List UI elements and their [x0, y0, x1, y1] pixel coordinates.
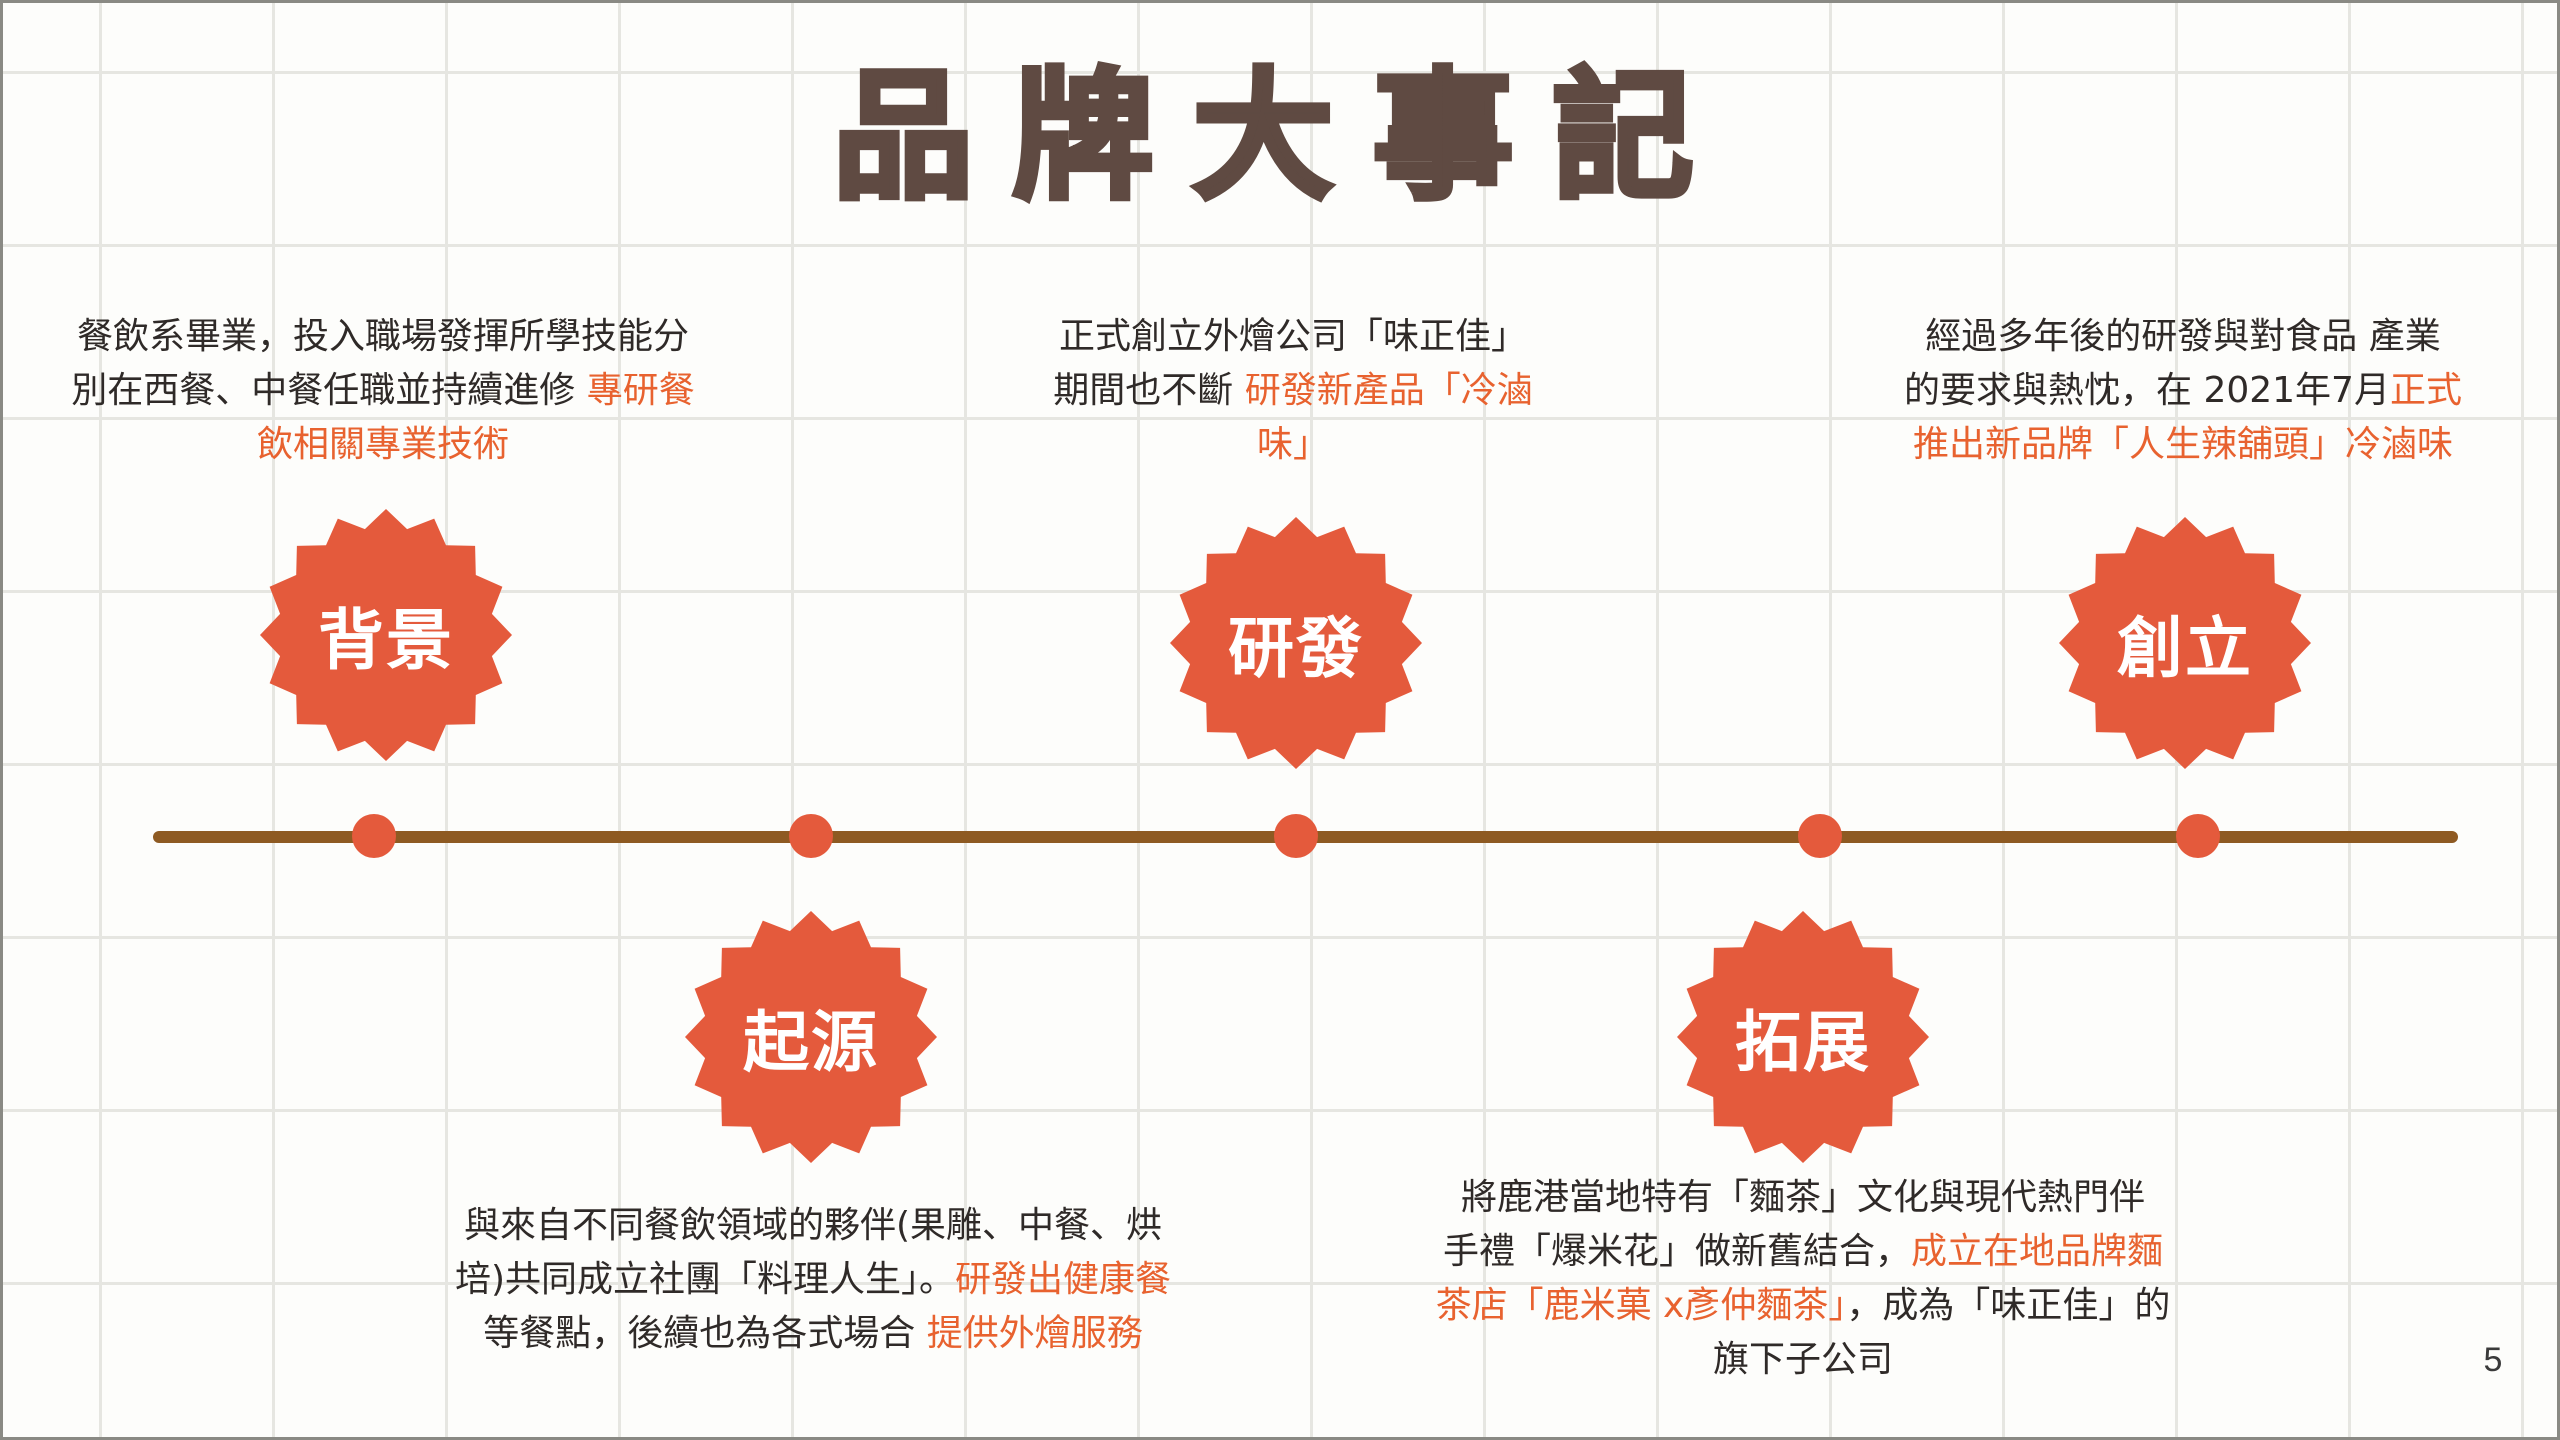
highlight-text: 推出新品牌「人生辣舖頭」冷滷味	[1912, 424, 2453, 465]
starburst-shape	[260, 509, 512, 761]
starburst-shape	[1170, 517, 1422, 769]
badge-label: 背景	[318, 602, 454, 679]
highlight-text: 正式	[2389, 370, 2462, 411]
text-line: 餐飲系畢業，投入職場發揮所學技能分	[76, 316, 689, 357]
slide-title: 品牌大事記	[830, 53, 1733, 222]
text-line: 的要求與熱忱，在 2021年7月	[1904, 370, 2390, 411]
timeline-dot	[2176, 814, 2220, 858]
highlight-text: 研發出健康餐	[955, 1259, 1172, 1300]
highlight-text: 成立在地品牌麵	[1911, 1231, 2164, 1272]
highlight-text: 飲相關專業技術	[256, 424, 509, 465]
highlight-text: 茶店「鹿米菓 x彥仲麵茶」	[1435, 1285, 1847, 1326]
timeline-dot	[1798, 814, 1842, 858]
highlight-text: 專研餐	[586, 370, 695, 411]
starburst-shape	[685, 911, 937, 1163]
text-line: 手禮「爆米花」做新舊結合，	[1442, 1231, 1911, 1272]
page-number: 5	[2483, 1341, 2503, 1379]
milestone-background-text: 餐飲系畢業，投入職場發揮所學技能分 別在西餐、中餐任職並持續進修 專研餐 飲相關…	[43, 310, 723, 472]
timeline-dot	[789, 814, 833, 858]
starburst-shape	[2059, 517, 2311, 769]
highlight-text: 味」	[1256, 424, 1329, 465]
text-line: ，成為「味正佳」的	[1846, 1285, 2171, 1326]
badge-label: 創立	[2117, 610, 2253, 687]
badge-research: 研發	[1166, 513, 1426, 773]
timeline-dot	[1274, 814, 1318, 858]
badge-label: 研發	[1228, 610, 1364, 687]
text-line: 等餐點，後續也為各式場合	[483, 1313, 927, 1354]
milestone-research-text: 正式創立外燴公司「味正佳」 期間也不斷 研發新產品「冷滷 味」	[1033, 310, 1553, 472]
highlight-text: 研發新產品「冷滷	[1244, 370, 1533, 411]
milestone-origin-text: 與來自不同餐飲領域的夥伴(果雕、中餐、烘 培)共同成立社團「料理人生」。研發出健…	[423, 1199, 1203, 1361]
text-line: 旗下子公司	[1712, 1339, 1893, 1380]
milestone-founding-text: 經過多年後的研發與對食品 產業 的要求與熱忱，在 2021年7月正式 推出新品牌…	[1883, 310, 2483, 472]
text-line: 與來自不同餐飲領域的夥伴(果雕、中餐、烘	[463, 1205, 1163, 1246]
badge-label: 拓展	[1735, 1004, 1871, 1081]
badge-expansion: 拓展	[1673, 907, 1933, 1167]
text-line: 別在西餐、中餐任職並持續進修	[71, 370, 587, 411]
badge-origin: 起源	[681, 907, 941, 1167]
badge-founding: 創立	[2055, 513, 2315, 773]
highlight-text: 提供外燴服務	[926, 1313, 1143, 1354]
text-line: 將鹿港當地特有「麵茶」文化與現代熱門伴	[1460, 1177, 2145, 1218]
timeline-dot	[352, 814, 396, 858]
text-line: 期間也不斷	[1053, 370, 1245, 411]
text-line: 正式創立外燴公司「味正佳」	[1058, 316, 1527, 357]
badge-label: 起源	[743, 1004, 879, 1081]
milestone-expansion-text: 將鹿港當地特有「麵茶」文化與現代熱門伴 手禮「爆米花」做新舊結合，成立在地品牌麵…	[1413, 1171, 2193, 1387]
badge-background: 背景	[256, 505, 516, 765]
starburst-shape	[1677, 911, 1929, 1163]
text-line: 培)共同成立社團「料理人生」。	[454, 1259, 956, 1300]
text-line: 經過多年後的研發與對食品 產業	[1925, 316, 2441, 357]
